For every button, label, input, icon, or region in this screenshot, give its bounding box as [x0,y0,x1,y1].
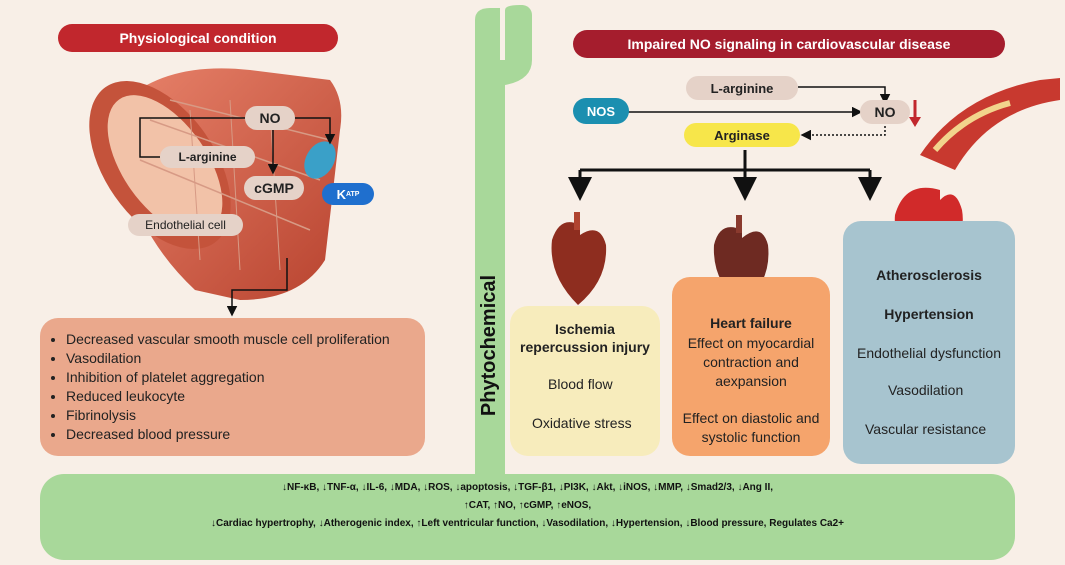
heart-icon-ischemia [551,212,607,305]
impaired-no-title: Impaired NO signaling in cardiovascular … [573,30,1005,58]
physiological-title: Physiological condition [58,24,338,52]
heart-failure-line2: Effect on diastolic and systolic functio… [682,410,820,445]
effect-item: Vasodilation [66,349,390,368]
endothelial-dysfunction-text: Endothelial dysfunction [857,345,1001,361]
bottom-effects-bar: ↓NF-κB, ↓TNF-α, ↓IL-6, ↓MDA, ↓ROS, ↓apop… [40,474,1015,560]
arginase-label: Arginase [684,123,800,147]
l-arginine-right: L-arginine [686,76,798,100]
atherosclerosis-box: Atherosclerosis Hypertension Endothelial… [843,221,1015,464]
katp-channel-shape [304,141,336,179]
effect-item: Decreased blood pressure [66,425,390,444]
nos-label: NOS [573,98,629,124]
phytochemical-label-wrap: Phytochemical [473,260,507,430]
oxidative-stress-text: Oxidative stress [532,415,632,431]
physiological-effects-box: Decreased vascular smooth muscle cell pr… [40,318,425,456]
l-arginine-left: L-arginine [160,146,255,168]
vasodilation-text: Vasodilation [888,382,964,398]
atherosclerosis-title: Atherosclerosis [876,267,982,283]
blood-flow-text: Blood flow [548,376,613,392]
heart-failure-box: Heart failure Effect on myocardial contr… [672,277,830,456]
phytochemical-label: Phytochemical [478,274,501,416]
katp-k: K [336,186,346,202]
endothelial-cell-label: Endothelial cell [128,214,243,236]
artery-illustration [920,78,1060,170]
bottom-line-1: ↓NF-κB, ↓TNF-α, ↓IL-6, ↓MDA, ↓ROS, ↓apop… [281,482,773,493]
no-label-right: NO [860,100,910,124]
heart-failure-title: Heart failure [710,315,792,331]
vascular-resistance-text: Vascular resistance [865,421,987,437]
cgmp-label: cGMP [244,176,304,200]
effect-item: Inhibition of platelet aggregation [66,368,390,387]
bottom-line-3: ↓Cardiac hypertrophy, ↓Atherogenic index… [211,518,844,529]
hypertension-title: Hypertension [884,306,974,322]
ischemia-title: Ischemia repercussion injury [520,321,650,355]
effect-item: Reduced leukocyte [66,387,390,406]
effect-item: Fibrinolysis [66,406,390,425]
bottom-line-2: ↑CAT, ↑NO, ↑cGMP, ↑eNOS, [463,500,592,511]
heart-failure-line1: Effect on myocardial contraction and aex… [687,335,815,389]
no-label-left: NO [245,106,295,130]
effects-list: Decreased vascular smooth muscle cell pr… [46,330,390,444]
ischemia-box: Ischemia repercussion injury Blood flow … [510,306,660,456]
katp-sub: ATP [345,190,360,198]
effect-item: Decreased vascular smooth muscle cell pr… [66,330,390,349]
